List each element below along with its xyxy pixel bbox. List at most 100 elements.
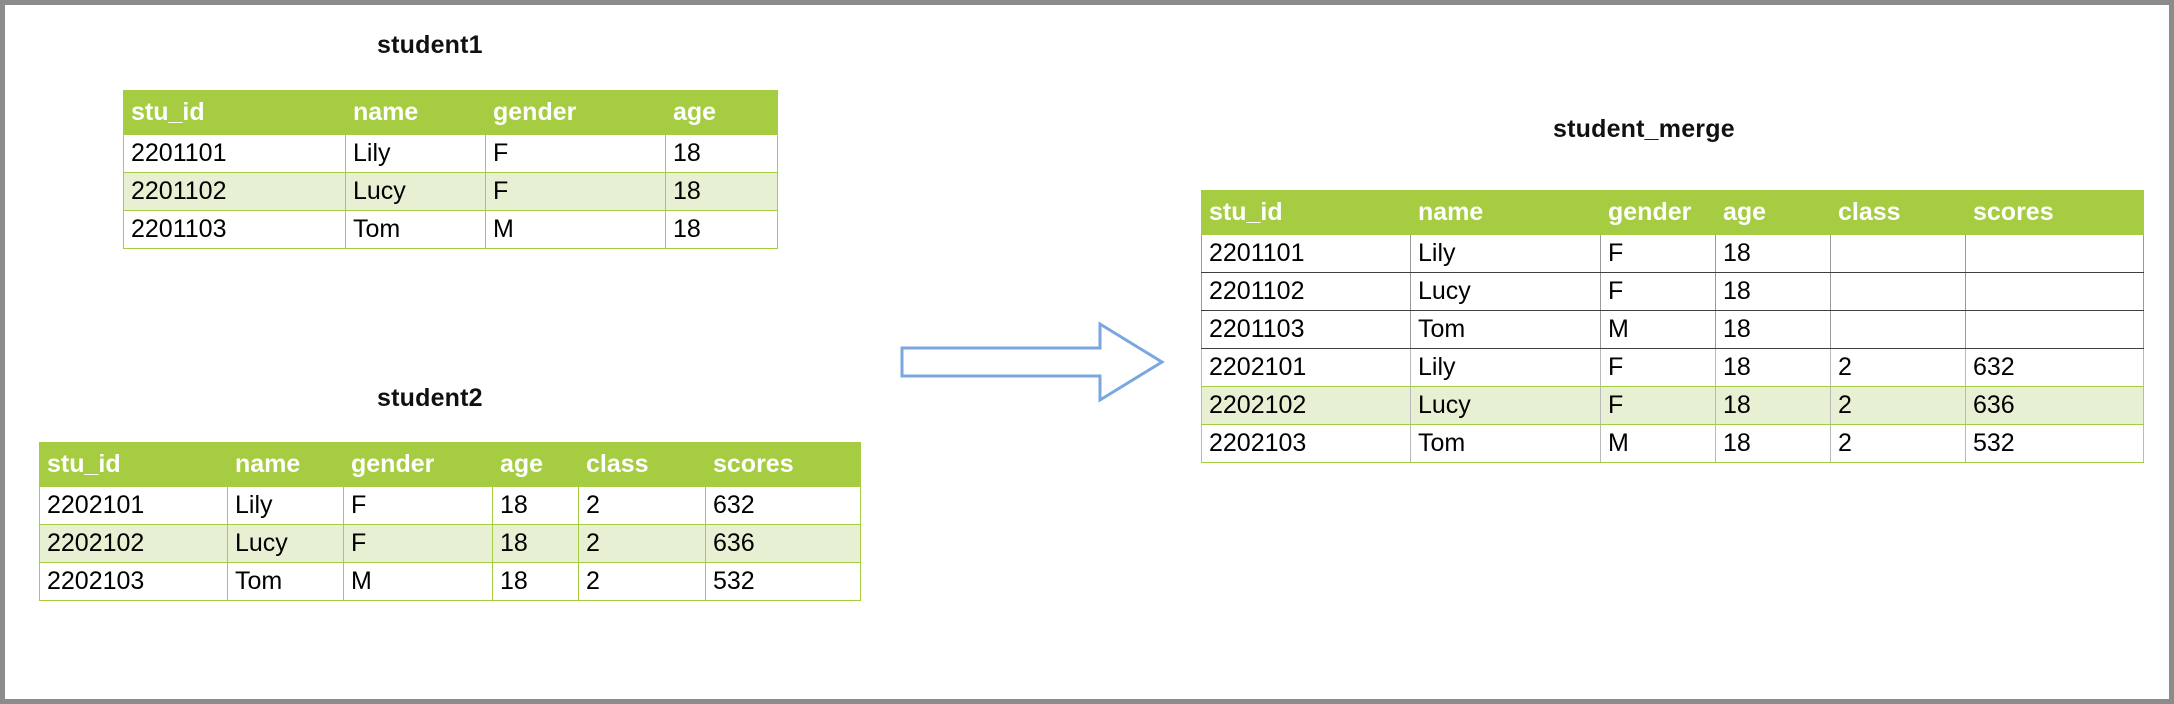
cell-age: 18	[665, 134, 778, 173]
cell-stu_id: 2201102	[123, 172, 346, 211]
merge-col-age: age	[1715, 190, 1831, 235]
cell-scores: 532	[1965, 424, 2144, 463]
merge-col-class: class	[1830, 190, 1966, 235]
cell-gender: M	[1600, 424, 1716, 463]
cell-stu_id: 2201101	[1201, 234, 1411, 273]
cell-class: 2	[1830, 386, 1966, 425]
student2-table: stu_id name gender age class scores 2202…	[39, 442, 861, 601]
cell-class: 2	[578, 486, 706, 525]
cell-name: Lucy	[227, 524, 344, 563]
student1-col-name: name	[345, 90, 486, 135]
cell-scores: 632	[705, 486, 861, 525]
cell-gender: F	[343, 524, 493, 563]
cell-scores	[1965, 310, 2144, 349]
cell-age: 18	[1715, 310, 1831, 349]
merge-header-row: stu_id name gender age class scores	[1201, 190, 2144, 235]
cell-gender: M	[1600, 310, 1716, 349]
cell-age: 18	[1715, 234, 1831, 273]
cell-age: 18	[665, 210, 778, 249]
table-row: 2202103 Tom M 18 2 532	[1201, 424, 2144, 463]
cell-stu_id: 2202103	[39, 562, 228, 601]
table-row: 2201102 Lucy F 18	[1201, 272, 2144, 311]
cell-class	[1830, 310, 1966, 349]
cell-name: Lucy	[345, 172, 486, 211]
cell-age: 18	[1715, 272, 1831, 311]
table-row: 2202103 Tom M 18 2 532	[39, 562, 861, 601]
cell-age: 18	[1715, 348, 1831, 387]
table-row: 2201103 Tom M 18	[1201, 310, 2144, 349]
cell-class: 2	[1830, 348, 1966, 387]
student1-col-gender: gender	[485, 90, 666, 135]
cell-scores	[1965, 272, 2144, 311]
cell-age: 18	[1715, 424, 1831, 463]
cell-stu_id: 2201102	[1201, 272, 1411, 311]
student1-title: student1	[377, 31, 483, 59]
cell-age: 18	[1715, 386, 1831, 425]
cell-class: 2	[578, 562, 706, 601]
cell-name: Tom	[1410, 424, 1601, 463]
student1-table: stu_id name gender age 2201101 Lily F 18…	[123, 90, 778, 249]
cell-gender: F	[485, 134, 666, 173]
cell-gender: M	[485, 210, 666, 249]
merge-arrow-icon	[900, 321, 1165, 403]
cell-scores: 532	[705, 562, 861, 601]
cell-class: 2	[1830, 424, 1966, 463]
student2-col-name: name	[227, 442, 344, 487]
cell-name: Lily	[1410, 348, 1601, 387]
cell-gender: M	[343, 562, 493, 601]
table-row: 2202102 Lucy F 18 2 636	[1201, 386, 2144, 425]
student-merge-table: stu_id name gender age class scores 2201…	[1201, 190, 2144, 463]
cell-gender: F	[1600, 386, 1716, 425]
cell-gender: F	[1600, 272, 1716, 311]
cell-name: Tom	[1410, 310, 1601, 349]
cell-stu_id: 2201101	[123, 134, 346, 173]
student2-header-row: stu_id name gender age class scores	[39, 442, 861, 487]
student2-col-gender: gender	[343, 442, 493, 487]
cell-gender: F	[343, 486, 493, 525]
cell-age: 18	[492, 562, 579, 601]
cell-stu_id: 2201103	[123, 210, 346, 249]
student1-header-row: stu_id name gender age	[123, 90, 778, 135]
cell-stu_id: 2202102	[1201, 386, 1411, 425]
cell-age: 18	[492, 486, 579, 525]
merge-col-scores: scores	[1965, 190, 2144, 235]
student-merge-title: student_merge	[1553, 115, 1735, 143]
table-row: 2201101 Lily F 18	[123, 134, 778, 173]
merge-col-gender: gender	[1600, 190, 1716, 235]
cell-name: Lily	[227, 486, 344, 525]
student2-col-stu_id: stu_id	[39, 442, 228, 487]
cell-scores: 636	[705, 524, 861, 563]
merge-col-stu_id: stu_id	[1201, 190, 1411, 235]
cell-gender: F	[485, 172, 666, 211]
table-row: 2201102 Lucy F 18	[123, 172, 778, 211]
student1-col-age: age	[665, 90, 778, 135]
cell-name: Lucy	[1410, 272, 1601, 311]
student2-col-age: age	[492, 442, 579, 487]
student1-col-stu_id: stu_id	[123, 90, 346, 135]
merge-col-name: name	[1410, 190, 1601, 235]
student2-col-scores: scores	[705, 442, 861, 487]
right-block-arrow-shape	[900, 321, 1165, 403]
cell-scores: 632	[1965, 348, 2144, 387]
table-row: 2201103 Tom M 18	[123, 210, 778, 249]
cell-stu_id: 2202101	[1201, 348, 1411, 387]
student2-col-class: class	[578, 442, 706, 487]
cell-name: Lily	[345, 134, 486, 173]
cell-age: 18	[665, 172, 778, 211]
cell-stu_id: 2202102	[39, 524, 228, 563]
table-row: 2202101 Lily F 18 2 632	[39, 486, 861, 525]
cell-name: Lily	[1410, 234, 1601, 273]
cell-class	[1830, 272, 1966, 311]
table-row: 2201101 Lily F 18	[1201, 234, 2144, 273]
table-row: 2202101 Lily F 18 2 632	[1201, 348, 2144, 387]
student2-title: student2	[377, 384, 483, 412]
cell-age: 18	[492, 524, 579, 563]
cell-gender: F	[1600, 348, 1716, 387]
cell-scores	[1965, 234, 2144, 273]
cell-stu_id: 2202101	[39, 486, 228, 525]
cell-stu_id: 2201103	[1201, 310, 1411, 349]
cell-name: Tom	[345, 210, 486, 249]
cell-gender: F	[1600, 234, 1716, 273]
cell-name: Tom	[227, 562, 344, 601]
